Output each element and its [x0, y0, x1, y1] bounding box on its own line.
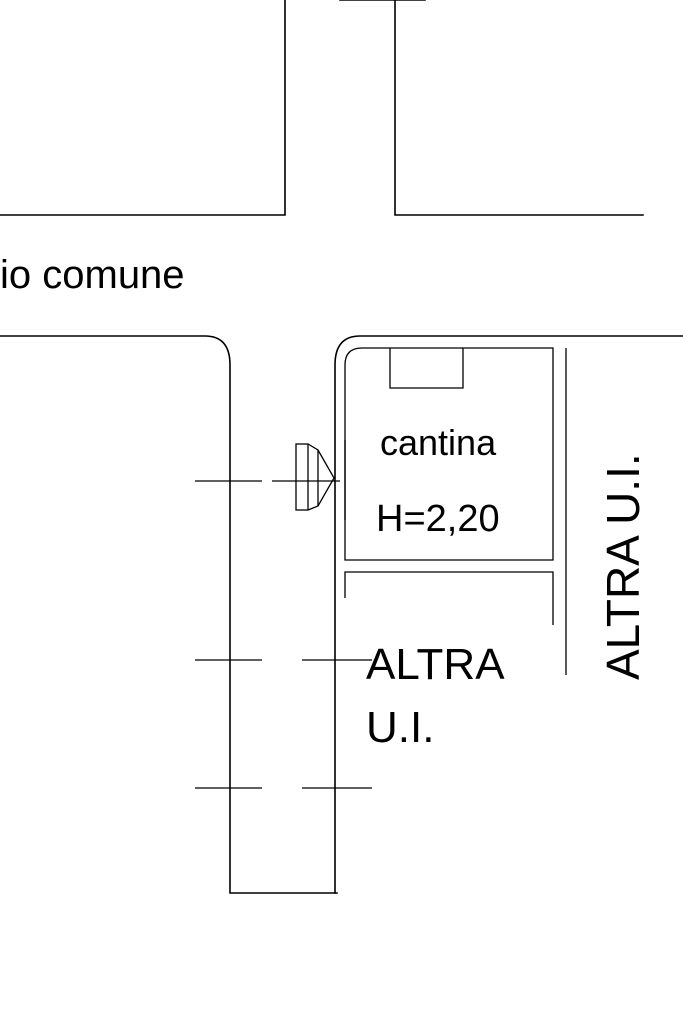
lower-unit-boundary [344, 571, 554, 625]
other-unit-label-line1: ALTRA [366, 640, 505, 689]
section-tick-marks [195, 480, 372, 789]
corridor-left-wall [0, 335, 338, 894]
other-unit-label-line2: U.I. [366, 703, 434, 752]
cellar-room [389, 348, 464, 389]
corridor-right-wall [334, 335, 683, 894]
corridor-label: io comune [0, 253, 185, 297]
upper-right-room [394, 0, 644, 216]
other-unit-vertical-label: ALTRA U.I. [597, 453, 649, 680]
cellar-label: cantina [380, 422, 497, 463]
upper-left-room [0, 0, 286, 216]
door-symbol [295, 440, 346, 520]
cellar-height-label: H=2,20 [376, 498, 500, 540]
